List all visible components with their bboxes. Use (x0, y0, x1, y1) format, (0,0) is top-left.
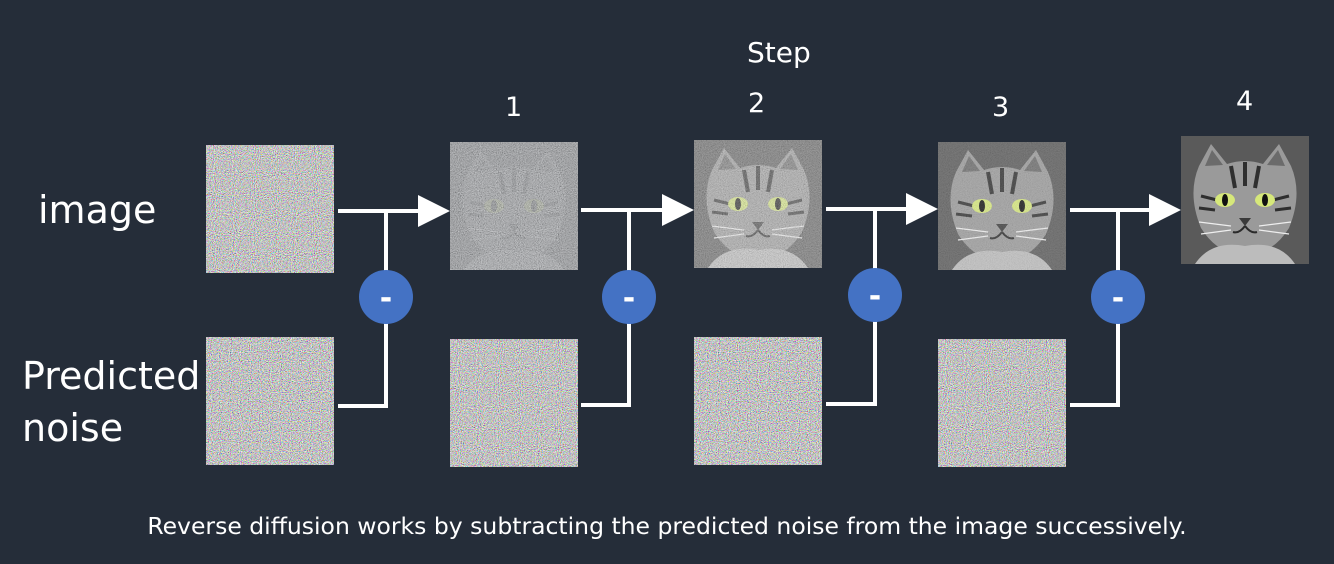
caption: Reverse diffusion works by subtracting t… (0, 512, 1334, 540)
subtract-symbol-4: - (1112, 281, 1124, 316)
subtract-symbol-1: - (380, 281, 392, 316)
subtract-symbol-2: - (623, 281, 635, 316)
subtract-symbol-3: - (869, 279, 881, 314)
